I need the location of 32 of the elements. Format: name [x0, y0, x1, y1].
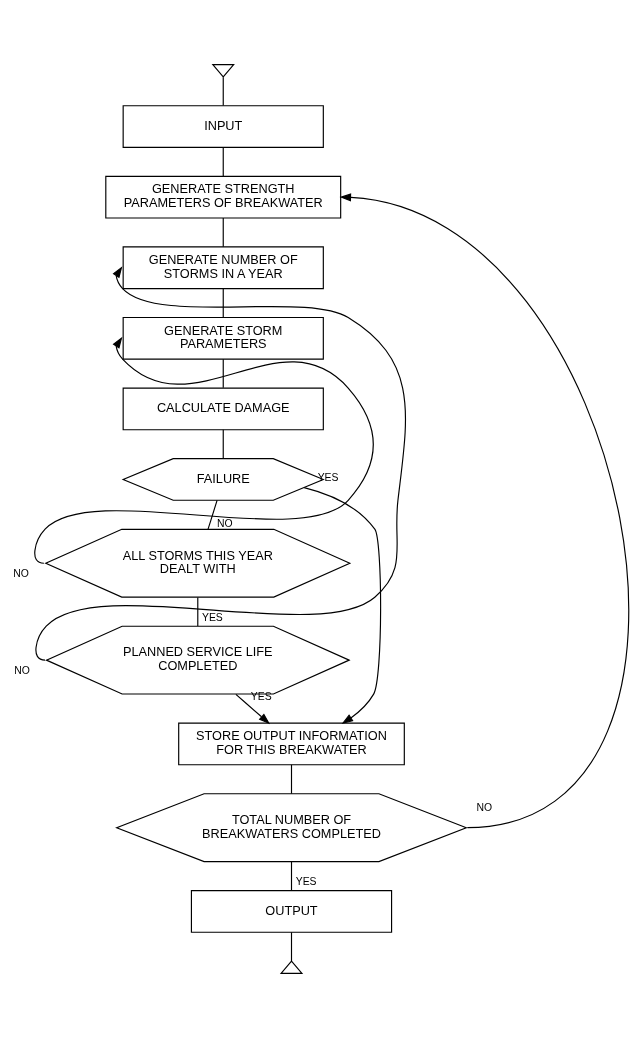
- connector: [207, 499, 218, 530]
- arrow: [235, 693, 271, 725]
- node-box: OUTPUT: [190, 890, 393, 933]
- arrow: [35, 266, 406, 661]
- node-box: GENERATE STRENGTH PARAMETERS OF BREAKWATER: [105, 175, 342, 219]
- edge-label: YES: [201, 611, 223, 623]
- node-box: GENERATE STORM PARAMETERS: [122, 316, 324, 360]
- node-box: CALCULATE DAMAGE: [122, 387, 324, 431]
- arrow: [339, 193, 630, 829]
- connector: [222, 288, 224, 318]
- arrow: [34, 336, 374, 564]
- edge-label: NO: [13, 567, 29, 579]
- edge-label: NO: [217, 518, 233, 530]
- connector: [290, 931, 293, 962]
- edge-label: NO: [14, 664, 30, 676]
- node-box: STORE OUTPUT INFORMATION FOR THIS BREAKWATER: [178, 722, 405, 766]
- arrow: [303, 487, 382, 724]
- connector: [222, 76, 224, 107]
- node-box: INPUT: [122, 105, 324, 148]
- node-triangle: [211, 64, 235, 78]
- node-box: GENERATE NUMBER OF STORMS IN A YEAR: [122, 246, 324, 290]
- connector: [290, 861, 293, 892]
- node-triangle: [279, 960, 304, 974]
- edge-label: YES: [317, 472, 339, 484]
- edge-label: YES: [295, 876, 317, 888]
- connector: [197, 596, 199, 627]
- connector: [222, 358, 224, 389]
- connector: [290, 764, 293, 795]
- connector: [222, 217, 224, 248]
- connector: [222, 146, 224, 177]
- edge-label: NO: [476, 802, 493, 814]
- connector: [222, 429, 224, 459]
